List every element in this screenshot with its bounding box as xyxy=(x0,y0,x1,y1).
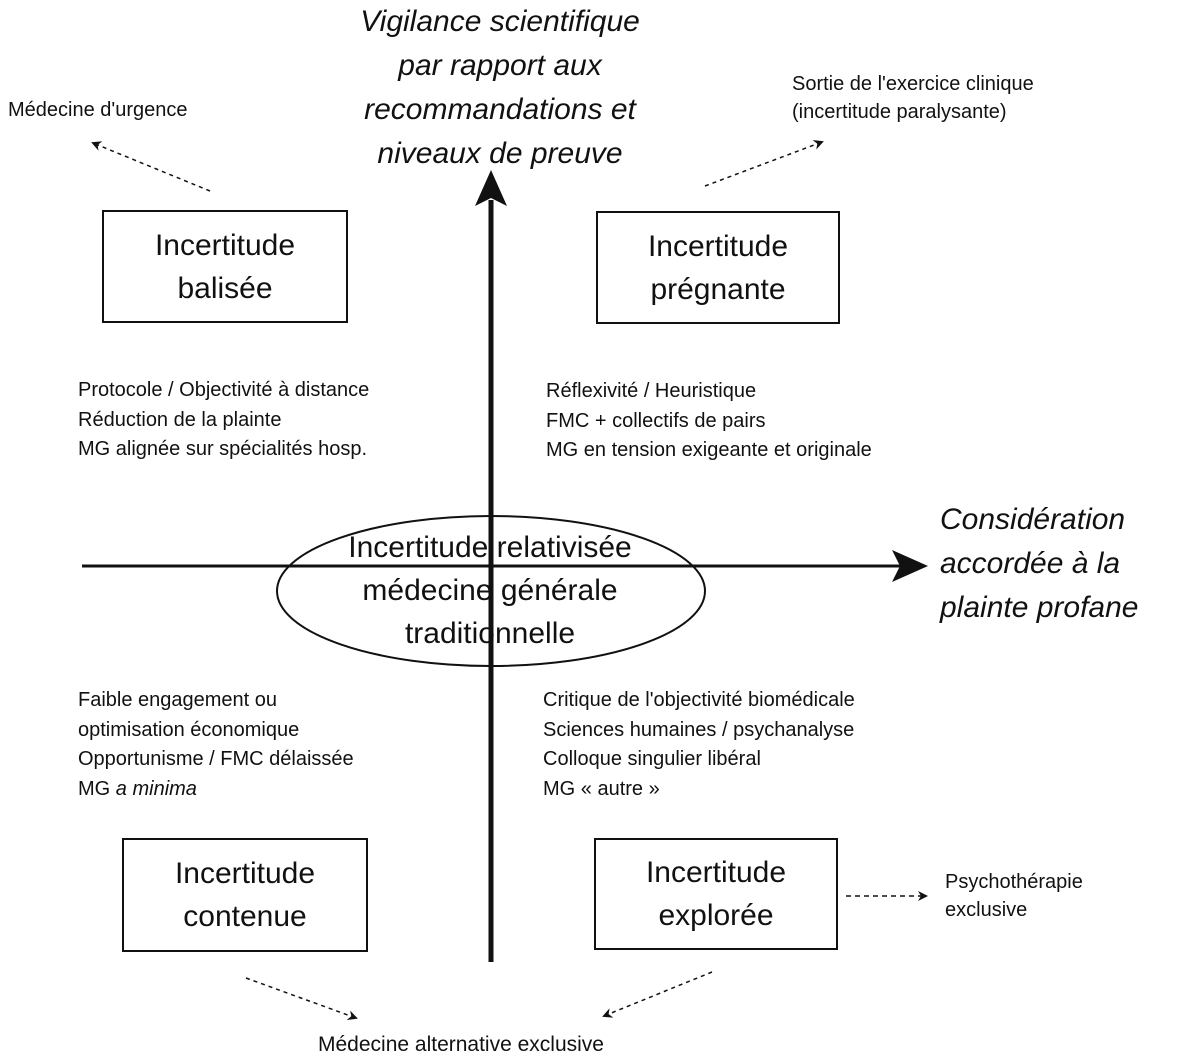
vertical-axis-title-line: Vigilance scientifique xyxy=(360,5,640,38)
box-title-line: Incertitude xyxy=(154,228,296,262)
trait-line: MG en tension exigeante et originale xyxy=(546,439,872,461)
center-label: Incertitude relativisée médecine général… xyxy=(280,526,700,655)
horizontal-axis-title-line: accordée à la xyxy=(940,547,1121,580)
outcome-sortie-exercice: Sortie de l'exercice clinique (incertitu… xyxy=(792,70,1034,126)
outcome-medecine-alternative: Médecine alternative exclusive xyxy=(318,1033,604,1056)
trait-line: Protocole / Objectivité à distance xyxy=(78,379,370,401)
vertical-axis-title-line: recommandations et xyxy=(364,93,636,126)
trait-line: Opportunisme / FMC délaissée xyxy=(78,748,354,770)
traits-bottom-right: Critique de l'objectivité biomédicale Sc… xyxy=(543,686,855,804)
trait-line: FMC + collectifs de pairs xyxy=(546,409,766,432)
outcome-medecine-urgence: Médecine d'urgence xyxy=(8,99,188,121)
box-incertitude-contenue: Incertitude contenue xyxy=(122,838,368,952)
traits-top-left: Protocole / Objectivité à distance Réduc… xyxy=(78,376,369,465)
outcome-line: Psychothérapie xyxy=(945,871,1083,893)
vertical-axis-title-line: par rapport aux xyxy=(398,49,602,82)
center-label-line: Incertitude relativisée xyxy=(348,531,632,564)
box-title-line: Incertitude xyxy=(174,857,316,890)
vertical-axis-title-line: niveaux de preuve xyxy=(377,137,623,170)
arrow-contenue-to-alternative xyxy=(245,977,358,1020)
trait-prefix: MG xyxy=(78,777,116,800)
horizontal-axis-title: Considération accordée à la plainte prof… xyxy=(940,498,1139,630)
box-title-line: contenue xyxy=(183,900,307,933)
box-title-line: Incertitude xyxy=(647,229,789,263)
box-title-line: Incertitude xyxy=(645,856,787,889)
trait-line: Colloque singulier libéral xyxy=(543,748,761,770)
outcome-line: Sortie de l'exercice clinique xyxy=(792,73,1034,95)
box-incertitude-exploree: Incertitude explorée xyxy=(594,838,838,950)
box-title-line: prégnante xyxy=(650,272,786,306)
outcome-line: (incertitude paralysante) xyxy=(792,101,1007,123)
traits-bottom-left: Faible engagement ou optimisation économ… xyxy=(78,686,354,804)
trait-line: Faible engagement ou xyxy=(78,689,278,711)
trait-line: Sciences humaines / psychanalyse xyxy=(543,718,855,741)
center-ellipse xyxy=(276,515,706,667)
box-incertitude-balisee: Incertitude balisée xyxy=(102,210,348,323)
trait-line: Réduction de la plainte xyxy=(78,408,282,431)
traits-top-right: Réflexivité / Heuristique FMC + collecti… xyxy=(546,377,872,466)
horizontal-axis-title-line: plainte profane xyxy=(940,591,1139,624)
horizontal-axis-title-line: Considération xyxy=(940,503,1126,536)
vertical-axis-arrowhead xyxy=(475,170,507,206)
outcome-psychotherapie: Psychothérapie exclusive xyxy=(945,868,1083,924)
trait-line: MG alignée sur spécialités hosp. xyxy=(78,438,368,460)
vertical-axis-title: Vigilance scientifique par rapport aux r… xyxy=(300,0,700,176)
horizontal-axis-arrowhead xyxy=(892,550,928,582)
outcome-line: exclusive xyxy=(945,899,1028,921)
trait-line-last: MG a minima xyxy=(78,775,354,805)
box-incertitude-pregnante: Incertitude prégnante xyxy=(596,211,840,324)
arrow-to-urgence xyxy=(91,141,211,192)
trait-line: Critique de l'objectivité biomédicale xyxy=(543,689,855,711)
trait-line: Réflexivité / Heuristique xyxy=(546,380,757,402)
arrow-to-sortie xyxy=(704,140,824,187)
center-label-line: traditionnelle xyxy=(404,617,576,650)
box-title-line: balisée xyxy=(177,271,273,305)
trait-line: MG « autre » xyxy=(543,777,660,800)
center-label-line: médecine générale xyxy=(362,574,618,607)
trait-emphasis: a minima xyxy=(115,777,197,800)
box-title-line: explorée xyxy=(658,899,774,932)
trait-line: optimisation économique xyxy=(78,718,300,741)
arrow-exploree-to-alternative xyxy=(602,971,713,1018)
